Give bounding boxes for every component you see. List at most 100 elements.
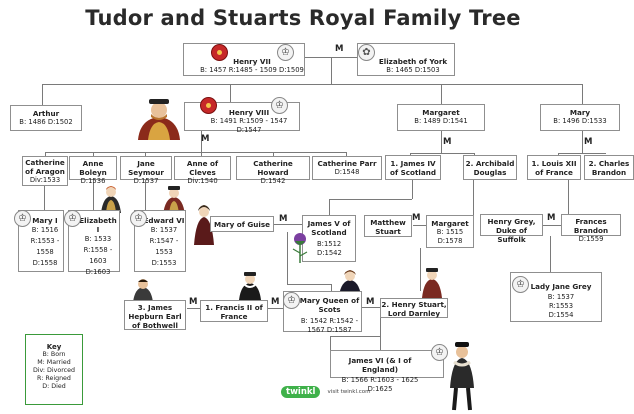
person-name: 1. James IV of Scotland <box>390 159 436 177</box>
portrait-james-vi-image <box>450 342 474 411</box>
person-name: Margaret <box>422 108 460 117</box>
person-name: Mary I <box>32 216 58 225</box>
portrait-mary-of-guise-image <box>194 205 214 245</box>
person-archibald-douglas: 2. Archibald Douglas <box>463 155 517 180</box>
connector-line <box>42 84 43 105</box>
marriage-label: M <box>547 213 556 223</box>
legend-entry: R: Reigned <box>37 375 71 382</box>
connector-line <box>145 180 146 210</box>
connector-line <box>329 199 412 200</box>
connector-line <box>380 336 381 354</box>
connector-line <box>473 180 474 215</box>
connector-line <box>201 152 202 158</box>
person-name: Matthew Stuart <box>370 218 406 236</box>
person-james-vi: James VI (& I of England) B: 1566 R:1603… <box>330 350 444 393</box>
person-name: 2. Archibald Douglas <box>465 159 515 177</box>
portrait-henry-stuart-image <box>422 268 442 298</box>
person-james-hepburn: 3. James Hepburn Earl of Bothwell <box>124 300 186 330</box>
legend-entry: M: Married <box>37 359 71 366</box>
person-name: Catherine of Aragon <box>25 158 65 176</box>
person-dates: Div:1540 <box>187 177 218 185</box>
connector-line <box>330 336 381 337</box>
connector-line <box>543 225 561 226</box>
person-mary-of-guise: Mary of Guise <box>210 216 274 232</box>
connector-line <box>187 308 200 309</box>
person-dates: Div:1533 <box>29 176 61 184</box>
person-elizabeth-i: Elizabeth I B: 1533 R:1558 - 1603 D:1603 <box>68 210 120 276</box>
portrait-francis-ii <box>236 270 264 300</box>
connector-line <box>413 225 426 226</box>
connector-line <box>230 84 231 103</box>
portrait-james-hepburn-image <box>133 279 153 302</box>
connector-line <box>362 307 380 308</box>
person-arthur: Arthur B: 1486 D:1502 <box>10 105 82 131</box>
connector-line <box>93 180 94 210</box>
connector-line <box>145 152 146 158</box>
connector-line <box>93 152 94 158</box>
marriage-label: M <box>366 297 375 307</box>
crown-icon: ♔ <box>431 344 448 361</box>
person-name: Mary of Guise <box>214 220 270 229</box>
connector-line <box>254 224 302 225</box>
legend-title: Key <box>46 343 62 351</box>
person-name: Jane Seymour <box>128 159 164 177</box>
person-catherine-howard: Catherine Howard D:1542 <box>236 156 310 185</box>
person-dates: B: 1566 R:1603 - 1625 D:1625 <box>341 376 419 393</box>
marriage-label: M <box>335 44 344 54</box>
crown-icon: ♔ <box>283 292 300 309</box>
crown-icon: ♔ <box>271 97 288 114</box>
person-matthew-stuart: Matthew Stuart <box>364 215 412 237</box>
crown-icon: ♔ <box>64 210 81 227</box>
portrait-elizabeth-i-image <box>101 186 121 213</box>
person-dates: D:1537 <box>133 177 159 185</box>
person-dates: B: 1489 D:1541 <box>414 117 468 125</box>
portrait-mary-of-guise <box>192 201 216 245</box>
person-dates: B: 1542 R:1542 - 1567 D:1587 <box>300 317 359 334</box>
person-name: 2. Henry Stuart, Lord Darnley <box>381 300 447 318</box>
white-rose-icon: ✿ <box>358 44 375 61</box>
connector-line <box>441 131 442 153</box>
page-title: Tudor and Stuarts Royal Family Tree <box>85 6 521 30</box>
portrait-james-vi <box>444 340 480 411</box>
crown-icon: ♔ <box>14 210 31 227</box>
person-mary-tudor: Mary B: 1496 D:1533 <box>540 104 620 131</box>
person-dates: B: 1537 R:1553 D:1554 <box>547 293 575 319</box>
connector-line <box>410 153 411 156</box>
marriage-label: M <box>412 213 421 223</box>
person-dates: D:1536 <box>80 177 106 185</box>
connector-line <box>558 153 559 156</box>
person-name: Anne of Cleves <box>186 159 219 177</box>
person-catherine-parr: Catherine Parr D:1548 <box>312 156 382 180</box>
connector-line <box>380 318 381 336</box>
connector-line <box>582 84 583 105</box>
marriage-label: M <box>584 137 593 147</box>
person-james-iv: 1. James IV of Scotland <box>385 155 441 180</box>
person-dates: B: 1457 R:1485 - 1509 D:1509 <box>200 66 304 74</box>
connector-line <box>474 153 475 156</box>
person-name: Mary <box>569 108 591 117</box>
portrait-henry-stuart <box>420 266 444 298</box>
thistle-icon-image <box>292 233 308 263</box>
person-name: James V of Scotland <box>307 219 351 237</box>
person-name: Elizabeth of York <box>378 57 448 66</box>
person-name: Henry VIII <box>228 108 270 117</box>
portrait-james-hepburn <box>130 276 156 302</box>
person-name: James VI (& I of England) <box>348 356 412 374</box>
person-dates: B: 1515 D:1578 <box>436 228 464 245</box>
connector-line <box>42 84 582 85</box>
person-dates: B: 1533 R:1558 - 1603 D:1603 <box>83 235 113 276</box>
crown-icon: ♔ <box>277 44 294 61</box>
person-dates: D:1559 <box>578 235 604 243</box>
person-dates: B: 1486 D:1502 <box>19 118 73 126</box>
person-name: 2. Charles Brandon <box>588 159 630 177</box>
family-tree: Tudor and Stuarts Royal Family Tree M M … <box>10 6 634 411</box>
connector-line <box>582 131 583 153</box>
person-name: Margaret <box>431 219 469 228</box>
person-dates: B: 1465 D:1503 <box>386 66 440 74</box>
tudor-rose-icon <box>211 44 228 61</box>
person-name: Mary Queen of Scots <box>299 296 360 314</box>
crown-icon: ♔ <box>130 210 147 227</box>
person-name: 1. Francis II of France <box>205 303 263 321</box>
person-name: Elizabeth I <box>79 216 117 234</box>
person-dates: B: 1496 D:1533 <box>553 117 607 125</box>
